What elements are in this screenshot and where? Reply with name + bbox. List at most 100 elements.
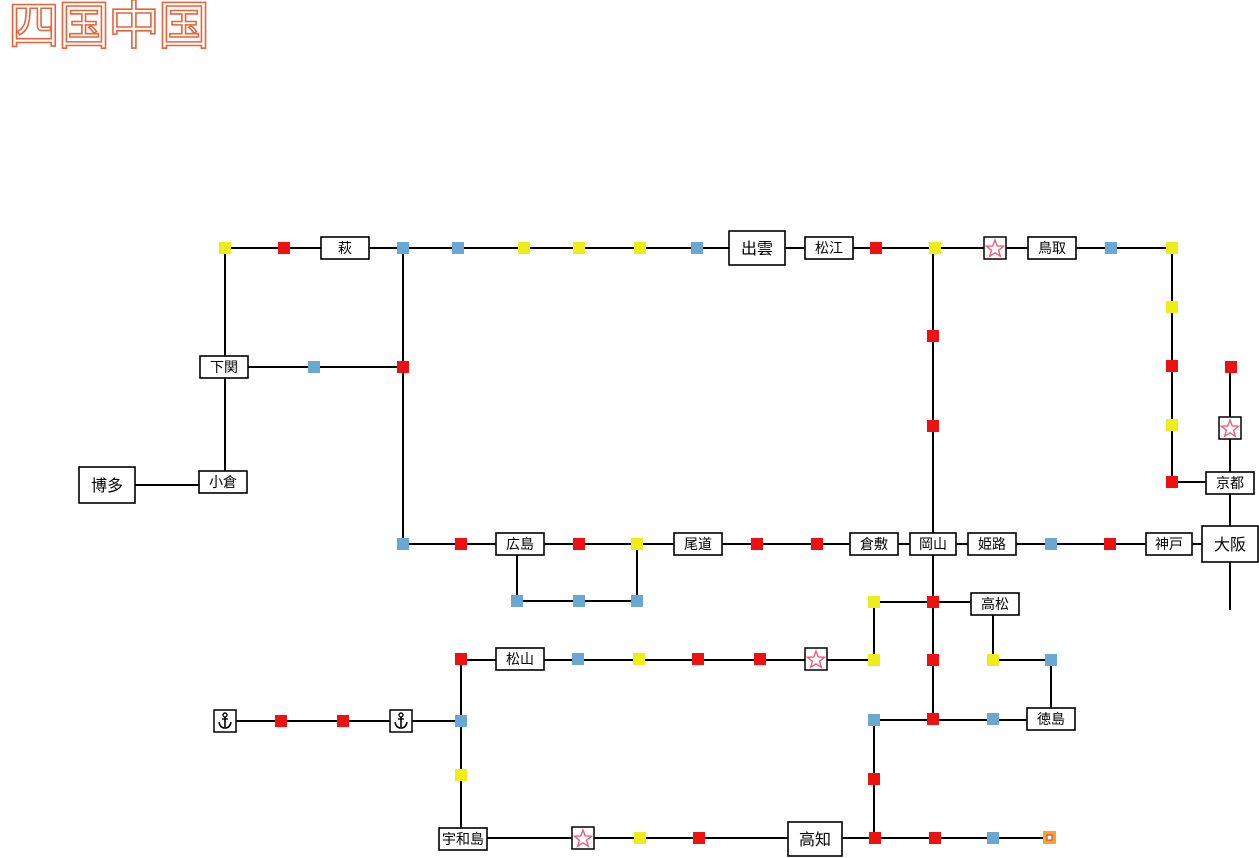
red-node bbox=[927, 420, 939, 432]
yellow-node bbox=[868, 654, 880, 666]
station-label: 尾道 bbox=[684, 537, 712, 553]
red-node bbox=[455, 653, 467, 665]
red-node bbox=[337, 715, 349, 727]
station-label: 大阪 bbox=[1214, 535, 1246, 554]
red-node bbox=[275, 715, 287, 727]
blue-node bbox=[868, 714, 880, 726]
red-node bbox=[1166, 360, 1178, 372]
station-tokushima: 徳島 bbox=[1026, 707, 1076, 731]
station-matsue: 松江 bbox=[804, 236, 854, 260]
station-box bbox=[909, 532, 957, 556]
station-box bbox=[804, 236, 854, 260]
red-node bbox=[870, 242, 882, 254]
blue-node bbox=[987, 713, 999, 725]
station-label: 鳥取 bbox=[1038, 241, 1066, 257]
station-box bbox=[320, 236, 370, 260]
station-box bbox=[1205, 471, 1255, 495]
station-izumo: 出雲 bbox=[728, 230, 786, 266]
station-kokura: 小倉 bbox=[198, 470, 248, 494]
yellow-node bbox=[219, 242, 231, 254]
station-tottori: 鳥取 bbox=[1027, 236, 1077, 260]
red-node bbox=[929, 832, 941, 844]
red-node bbox=[868, 773, 880, 785]
red-node bbox=[1166, 476, 1178, 488]
yellow-node bbox=[634, 832, 646, 844]
anchor-icon bbox=[213, 709, 237, 733]
blue-node bbox=[691, 242, 703, 254]
station-hagi: 萩 bbox=[320, 236, 370, 260]
blue-node bbox=[397, 538, 409, 550]
blue-node bbox=[573, 595, 585, 607]
star-icon bbox=[805, 648, 827, 669]
anchor-icon bbox=[389, 709, 413, 733]
blue-node bbox=[511, 595, 523, 607]
yellow-node bbox=[573, 242, 585, 254]
station-box bbox=[849, 532, 899, 556]
station-label: 高松 bbox=[981, 596, 1009, 613]
station-label: 萩 bbox=[338, 241, 352, 257]
yellow-node bbox=[455, 769, 467, 781]
red-node bbox=[927, 713, 939, 725]
station-box bbox=[967, 532, 1017, 556]
red-node bbox=[573, 538, 585, 550]
track-line bbox=[992, 602, 1052, 720]
blue-node bbox=[1045, 538, 1057, 550]
station-box bbox=[970, 592, 1020, 616]
route-lines bbox=[108, 247, 1231, 839]
logo-text: 四国中国 bbox=[8, 0, 208, 50]
blue-node bbox=[1105, 242, 1117, 254]
station-osaka: 大阪 bbox=[1201, 525, 1259, 563]
station-label: 岡山 bbox=[919, 537, 947, 553]
blue-node bbox=[631, 595, 643, 607]
star-icon bbox=[984, 237, 1006, 258]
station-okayama: 岡山 bbox=[909, 532, 957, 556]
station-takamatsu: 高松 bbox=[970, 592, 1020, 616]
blue-node bbox=[1045, 654, 1057, 666]
yellow-node bbox=[868, 596, 880, 608]
yellow-node bbox=[929, 242, 941, 254]
yellow-node bbox=[634, 242, 646, 254]
red-node bbox=[1225, 361, 1237, 373]
station-kyoto: 京都 bbox=[1205, 471, 1255, 495]
station-kurashiki: 倉敷 bbox=[849, 532, 899, 556]
yellow-node bbox=[1166, 419, 1178, 431]
red-node bbox=[927, 330, 939, 342]
station-label: 宇和島 bbox=[442, 832, 484, 848]
yellow-node bbox=[633, 653, 645, 665]
red-node bbox=[754, 653, 766, 665]
blue-node bbox=[455, 715, 467, 727]
station-label: 出雲 bbox=[741, 239, 773, 258]
station-hiroshima: 広島 bbox=[495, 532, 545, 556]
red-node bbox=[1104, 538, 1116, 550]
station-label: 松江 bbox=[815, 241, 843, 257]
station-box bbox=[1026, 707, 1076, 731]
logo-shikoku-chugoku: 四国中国 bbox=[7, 0, 211, 50]
station-kobe: 神戸 bbox=[1145, 532, 1193, 556]
red-node bbox=[278, 242, 290, 254]
station-uwajima: 宇和島 bbox=[438, 827, 488, 851]
yellow-node bbox=[1166, 301, 1178, 313]
red-node bbox=[397, 361, 409, 373]
station-label: 下関 bbox=[210, 360, 238, 376]
station-shimonoseki: 下関 bbox=[199, 355, 249, 379]
station-box bbox=[787, 821, 843, 857]
station-label: 小倉 bbox=[209, 475, 237, 491]
yellow-node bbox=[987, 654, 999, 666]
track-line bbox=[1171, 248, 1230, 483]
blue-node bbox=[572, 653, 584, 665]
station-box bbox=[673, 532, 723, 556]
star-icon bbox=[1219, 417, 1241, 438]
red-node bbox=[811, 538, 823, 550]
station-label: 博多 bbox=[91, 476, 123, 495]
station-label: 徳島 bbox=[1037, 712, 1065, 728]
red-node bbox=[692, 653, 704, 665]
station-box bbox=[1145, 532, 1193, 556]
red-node bbox=[455, 538, 467, 550]
station-box bbox=[728, 230, 786, 266]
station-box bbox=[199, 355, 249, 379]
station-box bbox=[1027, 236, 1077, 260]
station-box bbox=[198, 470, 248, 494]
station-onomichi: 尾道 bbox=[673, 532, 723, 556]
yellow-node bbox=[631, 538, 643, 550]
yellow-node bbox=[1166, 242, 1178, 254]
